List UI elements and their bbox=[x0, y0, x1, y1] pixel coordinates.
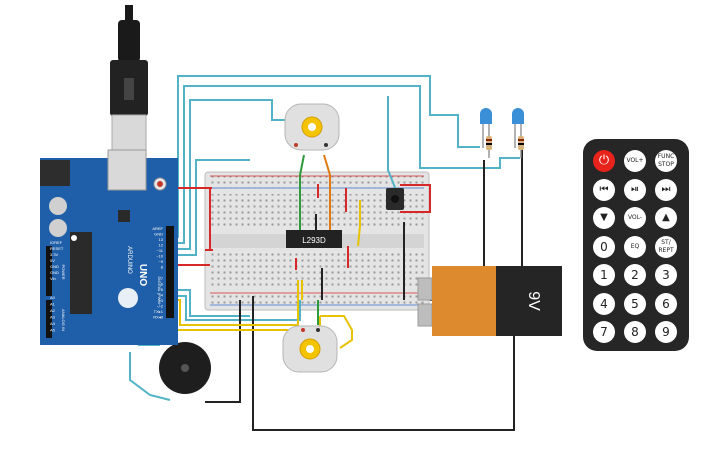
ir-remote-control: ⏻ VOL+ FUNC STOP ⏮ ⏯ ⏭ ▼ VOL- ▲ 0 EQ ST/ REPT 1 2 3 4 5 6… bbox=[583, 139, 689, 351]
pin-label: ~11 bbox=[157, 248, 164, 253]
remote-button-label: VOL- bbox=[627, 214, 643, 221]
pin-label: A2 bbox=[50, 308, 56, 313]
st-rept-button[interactable]: ST/ REPT bbox=[655, 235, 677, 258]
down-button[interactable]: ▼ bbox=[593, 207, 615, 229]
ir-receiver[interactable] bbox=[386, 188, 404, 210]
arduino-model-text: UNO bbox=[137, 264, 148, 286]
breadboard[interactable] bbox=[204, 171, 430, 311]
pin-label: 3.3V bbox=[50, 252, 59, 257]
arduino-uno-board[interactable]: ARDUINO UNO DIGITAL (PWM~) POWER ANALOG … bbox=[40, 149, 178, 345]
remote-button-label: ▼ bbox=[600, 212, 608, 223]
power-button[interactable]: ⏻ bbox=[593, 150, 615, 172]
led-right[interactable] bbox=[512, 108, 524, 148]
digit-5-button[interactable]: 5 bbox=[624, 292, 646, 315]
remote-button-label: FUNC STOP bbox=[657, 153, 675, 168]
pin-label: RESET bbox=[50, 246, 64, 251]
arduino-logo-text: ARDUINO bbox=[126, 246, 132, 274]
remote-button-label: 5 bbox=[631, 296, 639, 311]
digital-header-label: DIGITAL (PWM~) bbox=[157, 277, 162, 309]
pin-label: ~10 bbox=[156, 254, 164, 259]
pin-label: 13 bbox=[159, 237, 164, 242]
l293d-chip[interactable]: L293D bbox=[286, 230, 342, 248]
remote-button-label: EQ bbox=[630, 242, 640, 250]
digit-3-button[interactable]: 3 bbox=[655, 264, 677, 286]
digit-1-button[interactable]: 1 bbox=[593, 264, 615, 286]
remote-button-label: ⏮ bbox=[599, 183, 609, 195]
pin-label: 2 bbox=[161, 304, 164, 309]
digit-0-button[interactable]: 0 bbox=[593, 235, 615, 258]
digit-2-button[interactable]: 2 bbox=[624, 264, 646, 286]
pin-label: ~3 bbox=[158, 298, 163, 303]
pin-label: A0 bbox=[50, 295, 56, 300]
power-header-label: POWER bbox=[61, 264, 66, 279]
pin-label: A1 bbox=[50, 302, 56, 307]
dc-motor-top[interactable] bbox=[284, 103, 340, 151]
pin-label: AREF bbox=[152, 226, 163, 231]
pin-label: GND bbox=[50, 264, 59, 269]
digit-9-button[interactable]: 9 bbox=[655, 321, 677, 343]
analog-header-label: ANALOG IN bbox=[61, 309, 66, 331]
pin-label: 8 bbox=[161, 265, 164, 270]
piezo-buzzer[interactable] bbox=[159, 342, 211, 394]
led-left[interactable] bbox=[480, 108, 492, 148]
remote-button-label: 9 bbox=[662, 325, 670, 339]
pin-label: GND bbox=[154, 232, 163, 237]
remote-button-label: 1 bbox=[600, 268, 608, 282]
pin-label: 5V bbox=[50, 258, 55, 263]
digit-8-button[interactable]: 8 bbox=[624, 321, 646, 343]
pin-label: ~9 bbox=[158, 259, 163, 264]
remote-button-label: ⏭ bbox=[661, 183, 671, 195]
remote-button-label: 2 bbox=[631, 268, 639, 282]
pin-label: TX▸1 bbox=[154, 309, 164, 314]
play-pause-button[interactable]: ⏯ bbox=[624, 178, 646, 201]
remote-button-label: ST/ REPT bbox=[658, 238, 674, 254]
pin-label: 4 bbox=[161, 293, 164, 298]
func-stop-button[interactable]: FUNC STOP bbox=[655, 150, 677, 172]
remote-button-label: ▲ bbox=[662, 212, 670, 223]
next-button[interactable]: ⏭ bbox=[655, 178, 677, 201]
digit-7-button[interactable]: 7 bbox=[593, 321, 615, 343]
resistor-left[interactable] bbox=[486, 134, 492, 158]
pin-label: RX◂0 bbox=[153, 315, 164, 320]
vol-down-button[interactable]: VOL- bbox=[624, 207, 646, 229]
pin-label: IOREF bbox=[50, 240, 63, 245]
remote-button-label: ⏻ bbox=[598, 153, 610, 168]
pin-label: A3 bbox=[50, 315, 56, 320]
remote-button-label: 8 bbox=[631, 325, 639, 339]
resistor-right[interactable] bbox=[518, 134, 524, 158]
pin-label: ~5 bbox=[158, 287, 163, 292]
vol-up-button[interactable]: VOL+ bbox=[624, 150, 646, 172]
battery-9v[interactable]: 9V bbox=[417, 266, 562, 336]
pin-label: ~6 bbox=[158, 282, 163, 287]
remote-button-label: ⏯ bbox=[631, 183, 639, 195]
pin-label: GND bbox=[50, 270, 59, 275]
pin-label: A5 bbox=[50, 328, 56, 333]
battery-label: 9V bbox=[525, 291, 542, 311]
previous-button[interactable]: ⏮ bbox=[593, 178, 615, 201]
remote-button-label: 7 bbox=[600, 325, 608, 339]
remote-button-label: VOL+ bbox=[626, 157, 644, 164]
pin-label: Vin bbox=[50, 276, 56, 281]
up-button[interactable]: ▲ bbox=[655, 207, 677, 229]
remote-button-label: 3 bbox=[662, 268, 670, 282]
pin-label: 12 bbox=[159, 243, 164, 248]
usb-cable bbox=[110, 5, 148, 156]
remote-button-label: 6 bbox=[662, 296, 670, 311]
remote-button-label: 4 bbox=[600, 296, 608, 311]
pin-label: A4 bbox=[50, 321, 56, 326]
eq-button[interactable]: EQ bbox=[624, 235, 646, 258]
dc-motor-bottom[interactable] bbox=[282, 325, 338, 373]
chip-label: L293D bbox=[302, 236, 326, 245]
pin-label: 7 bbox=[161, 276, 164, 281]
digit-6-button[interactable]: 6 bbox=[655, 292, 677, 315]
remote-button-label: 0 bbox=[600, 239, 608, 254]
digit-4-button[interactable]: 4 bbox=[593, 292, 615, 315]
